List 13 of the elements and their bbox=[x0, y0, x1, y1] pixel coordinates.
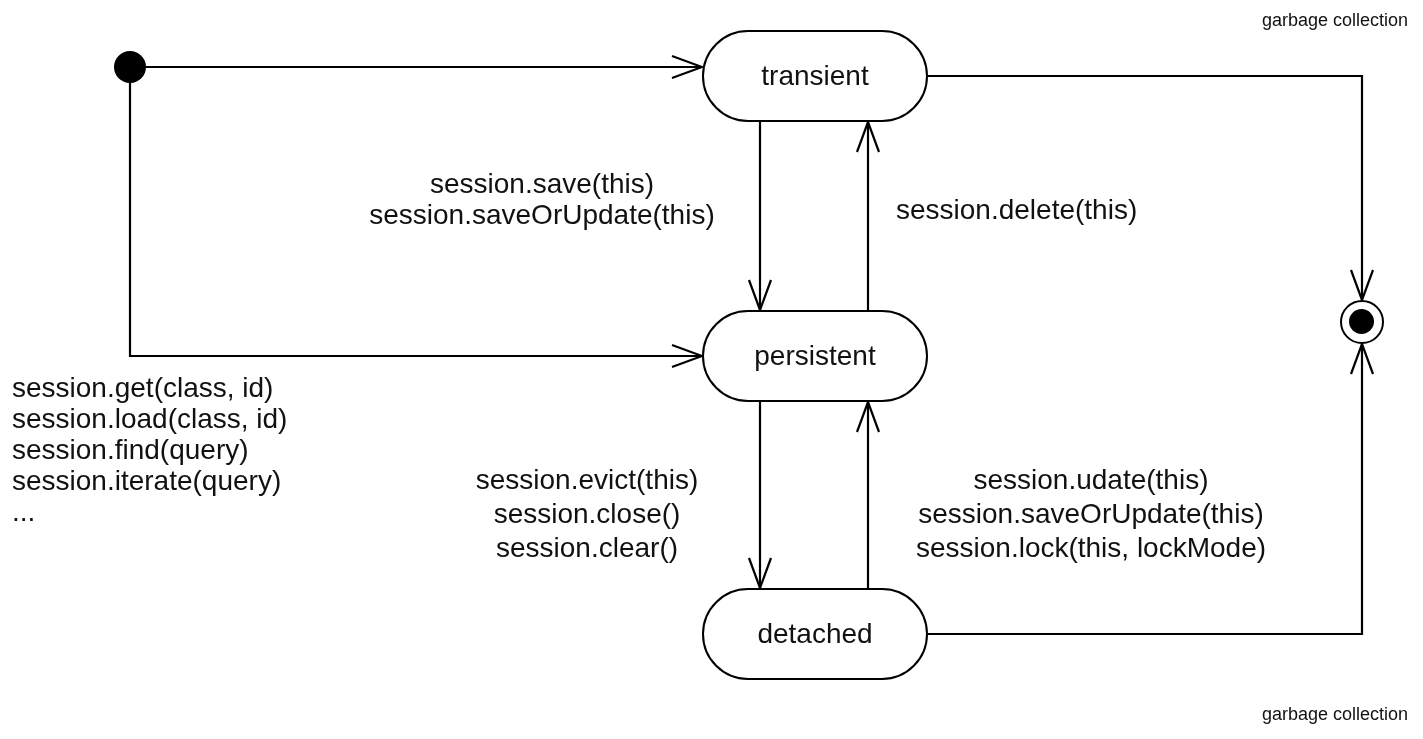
transition-arrow bbox=[855, 400, 881, 588]
transition-arrow bbox=[146, 54, 704, 80]
transition-arrow bbox=[855, 120, 881, 310]
initial-state bbox=[114, 51, 146, 83]
transition-arrow bbox=[747, 402, 773, 590]
transition-arrow bbox=[128, 83, 704, 369]
state-name: persistent bbox=[754, 340, 876, 372]
final-state bbox=[1340, 300, 1384, 344]
transition-arrow bbox=[928, 342, 1375, 636]
transition-arrow bbox=[747, 122, 773, 312]
state-name: transient bbox=[761, 60, 869, 92]
state-name: detached bbox=[757, 618, 873, 650]
transition-arrow bbox=[928, 74, 1375, 302]
